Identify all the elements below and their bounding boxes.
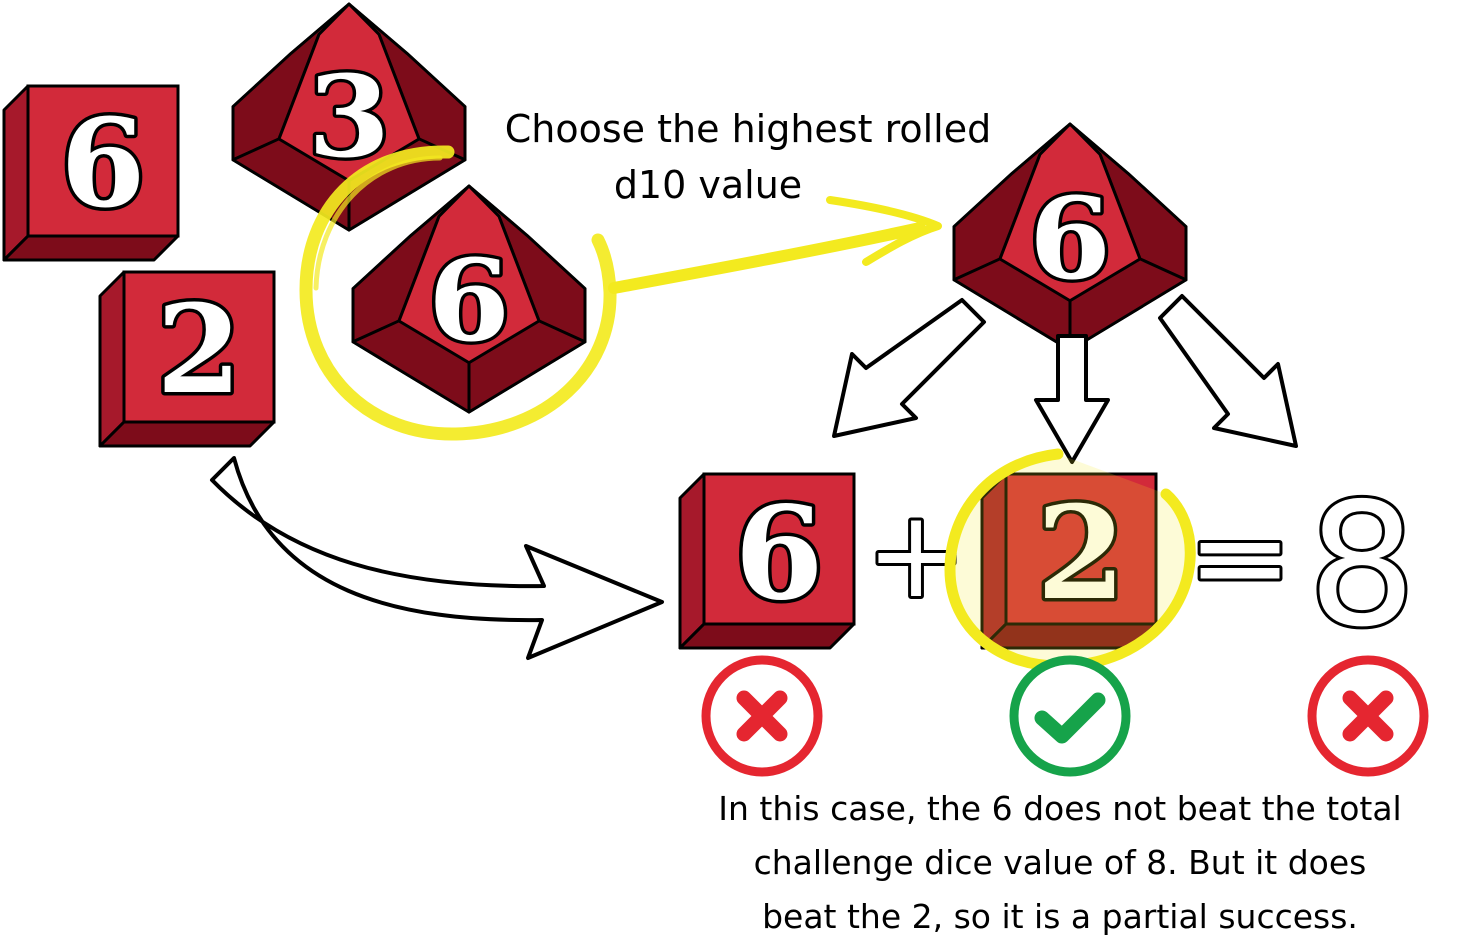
instruction-line-2: d10 value (614, 163, 802, 207)
total-value: 8 (1308, 467, 1416, 665)
curved-arrow (210, 456, 664, 660)
arrow-to-die1 (832, 298, 986, 438)
equation-die-1-value: 6 (734, 479, 823, 629)
chosen-d10: 6 (952, 122, 1188, 352)
x-icon (736, 690, 788, 742)
arrow-to-die2 (1034, 334, 1110, 464)
result-die-2 (1009, 655, 1131, 777)
caption: In this case, the 6 does not beat the to… (640, 782, 1480, 944)
equation-die-1: 6 (678, 472, 856, 650)
chosen-d10-value: 6 (1029, 174, 1111, 305)
rolled-d10-highlighted: 6 (351, 184, 587, 414)
highlight-arrow (608, 196, 942, 294)
rolled-d6-bottom: 2 (98, 270, 276, 448)
rolled-d10-highlighted-value: 6 (428, 236, 510, 367)
result-total (1307, 655, 1429, 777)
rolled-d6-top: 6 (2, 84, 180, 262)
caption-line-3: beat the 2, so it is a partial success. (762, 897, 1358, 936)
caption-line-2: challenge dice value of 8. But it does (753, 843, 1367, 882)
x-icon (1342, 690, 1394, 742)
success-circle (1009, 655, 1131, 777)
check-icon (1034, 692, 1106, 744)
arrow-to-total (1158, 294, 1298, 448)
equals-sign: = (1187, 483, 1293, 630)
equation-die-2: 2 (980, 472, 1158, 650)
instruction-line-1: Choose the highest rolled (505, 107, 991, 151)
rolled-d6-bottom-value: 2 (157, 277, 242, 421)
comparison-arrows (832, 294, 1298, 464)
result-die-1 (701, 655, 823, 777)
caption-line-1: In this case, the 6 does not beat the to… (718, 789, 1402, 828)
rolled-d6-top-value: 6 (61, 91, 146, 235)
equation-die-2-value: 2 (1036, 479, 1125, 629)
